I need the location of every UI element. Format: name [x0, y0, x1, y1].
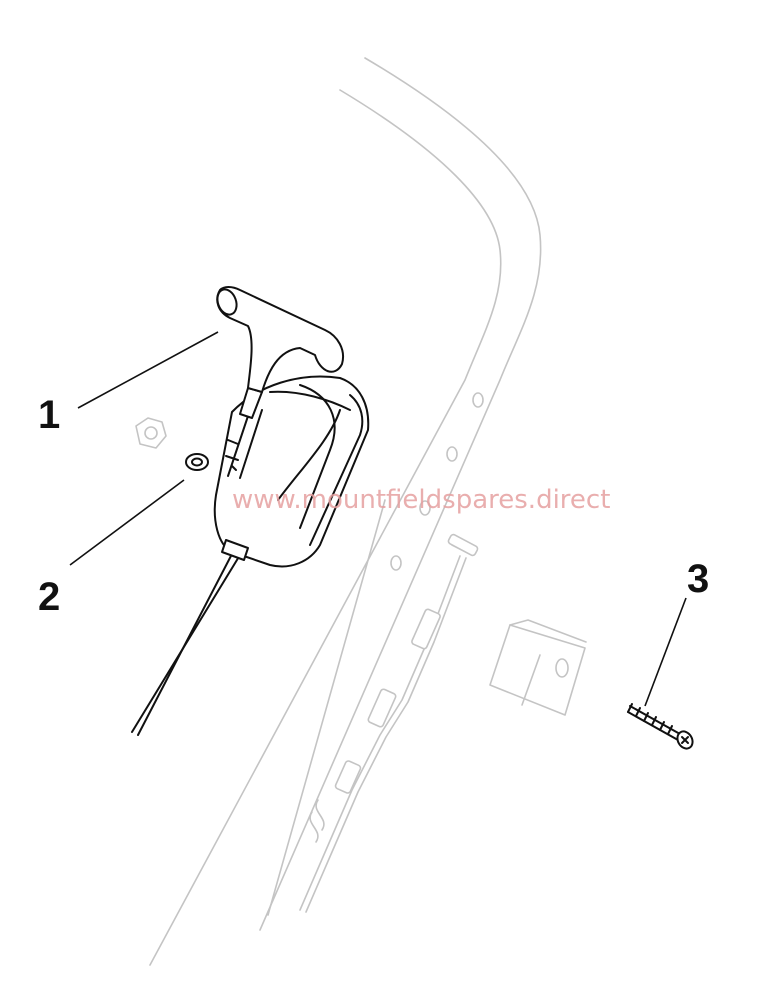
screw-part	[627, 703, 694, 750]
handle-frame-ghost	[149, 57, 542, 966]
cable-ghost	[299, 533, 479, 913]
callout-1: 1	[38, 393, 60, 437]
callout-3: 3	[687, 557, 709, 601]
nut-ghost	[135, 417, 167, 449]
leader-line-1	[77, 331, 219, 409]
washer-part	[185, 453, 209, 471]
leader-lines	[69, 331, 687, 707]
leader-line-3	[644, 597, 687, 707]
callout-2: 2	[38, 575, 60, 619]
mounting-block-ghost	[489, 619, 587, 716]
leader-line-2	[69, 479, 185, 566]
control-lever-part	[131, 286, 370, 736]
watermark-text: www.mountfieldspares.direct	[232, 485, 610, 515]
